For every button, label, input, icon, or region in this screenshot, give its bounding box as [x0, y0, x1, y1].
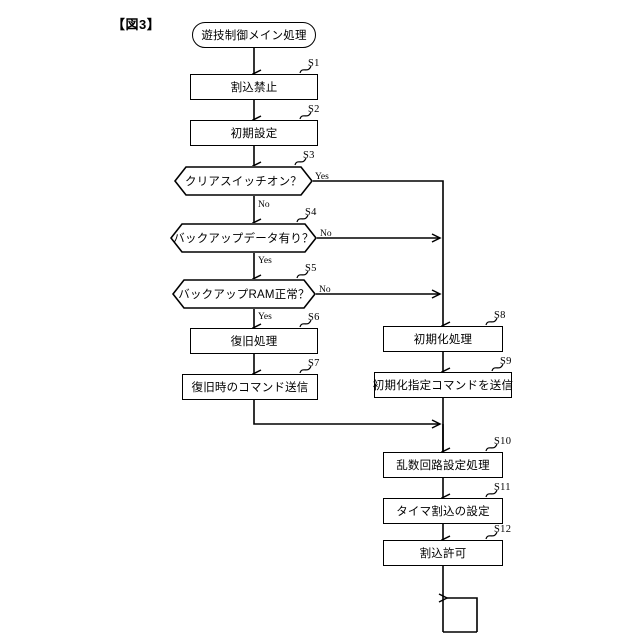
- node-s3-label: クリアスイッチオン？: [185, 176, 302, 188]
- node-s7-label: 復旧時のコマンド送信: [191, 382, 309, 394]
- node-s5[interactable]: バックアップRAM正常？: [172, 279, 316, 309]
- node-s11-label: タイマ割込の設定: [396, 506, 490, 518]
- hexagon-shape-s5: [172, 279, 316, 309]
- edge-label-s3-no: No: [258, 200, 270, 210]
- ref-s4: S4: [305, 207, 317, 218]
- node-s10-label: 乱数回路設定処理: [396, 460, 490, 472]
- node-s3[interactable]: クリアスイッチオン？: [174, 166, 313, 196]
- edge-label-s4-yes: Yes: [258, 256, 272, 266]
- node-s2[interactable]: 初期設定: [190, 120, 318, 146]
- node-start[interactable]: 遊技制御メイン処理: [192, 22, 316, 48]
- ref-s8: S8: [494, 310, 506, 321]
- ref-s1: S1: [308, 58, 320, 69]
- figure-label: 【図3】: [112, 17, 161, 32]
- node-s6-label: 復旧処理: [230, 336, 278, 348]
- edge-label-s5-no: No: [319, 285, 331, 295]
- node-s6[interactable]: 復旧処理: [190, 328, 318, 354]
- ref-s11: S11: [494, 482, 511, 493]
- ref-s6: S6: [308, 312, 320, 323]
- node-s11[interactable]: タイマ割込の設定: [383, 498, 503, 524]
- ref-s5: S5: [305, 263, 317, 274]
- ref-s3: S3: [303, 150, 315, 161]
- hexagon-shape-s3: [174, 166, 313, 196]
- ref-s12: S12: [494, 524, 512, 535]
- node-s9[interactable]: 初期化指定コマンドを送信: [372, 372, 514, 398]
- edge-label-s4-no: No: [320, 229, 332, 239]
- edge-label-s3-yes: Yes: [315, 172, 329, 182]
- node-start-label: 遊技制御メイン処理: [201, 30, 307, 42]
- hexagon-shape-s4: [170, 223, 317, 253]
- node-s4-label: バックアップデータ有り？: [173, 233, 314, 245]
- node-s9-label: 初期化指定コマンドを送信: [372, 380, 514, 392]
- node-s8-label: 初期化処理: [413, 334, 473, 346]
- node-s12[interactable]: 割込許可: [383, 540, 503, 566]
- ref-s2: S2: [308, 104, 320, 115]
- node-s12-label: 割込許可: [419, 548, 467, 560]
- node-s1[interactable]: 割込禁止: [190, 74, 318, 100]
- ref-s9: S9: [500, 356, 512, 367]
- node-s4[interactable]: バックアップデータ有り？: [170, 223, 317, 253]
- edge-label-s5-yes: Yes: [258, 312, 272, 322]
- node-s5-label: バックアップRAM正常？: [178, 289, 310, 301]
- node-s1-label: 割込禁止: [230, 82, 278, 94]
- ref-s7: S7: [308, 358, 320, 369]
- ref-s10: S10: [494, 436, 512, 447]
- node-s7[interactable]: 復旧時のコマンド送信: [182, 374, 318, 400]
- node-s10[interactable]: 乱数回路設定処理: [383, 452, 503, 478]
- node-s2-label: 初期設定: [230, 128, 278, 140]
- node-s8[interactable]: 初期化処理: [383, 326, 503, 352]
